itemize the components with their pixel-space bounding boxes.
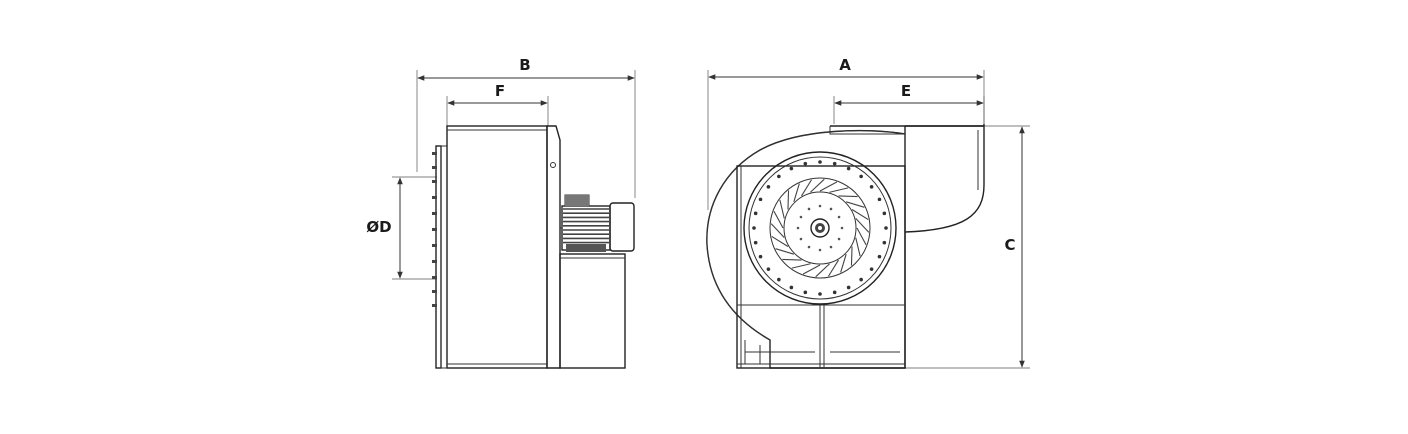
rim-bolt <box>818 160 822 164</box>
impeller-blade <box>815 263 830 278</box>
rim-bolt <box>758 197 763 202</box>
hub-hole <box>799 215 803 219</box>
rim-bolt <box>832 290 837 295</box>
dimension-c-label: C <box>1004 236 1015 254</box>
rim-bolt <box>832 161 837 166</box>
rim-bolt <box>766 185 771 189</box>
rim-bolt <box>789 285 794 290</box>
flange-bolt <box>432 260 437 263</box>
rim-bolt <box>877 254 882 259</box>
front-view: A E C <box>706 56 1030 369</box>
inlet-flange <box>432 145 448 369</box>
rim-bolt <box>803 290 808 295</box>
rim-bolt <box>758 254 763 259</box>
flange-bolt <box>432 152 437 155</box>
hub-hole <box>807 245 811 249</box>
impeller-blade <box>793 183 800 202</box>
dimension-e: E <box>833 82 985 124</box>
dimension-e-label: E <box>901 82 911 100</box>
rim-bolt <box>869 185 874 189</box>
hub-hole <box>829 245 833 249</box>
dimension-f-label: F <box>495 82 505 100</box>
flange-bolt <box>432 180 437 183</box>
hub-hole <box>807 207 811 211</box>
impeller-blade <box>771 235 789 247</box>
hub-hole <box>829 207 833 211</box>
impeller-blade <box>827 259 839 277</box>
flange-bolt <box>432 212 437 215</box>
rim-bolt <box>859 277 863 282</box>
hub-hole <box>818 248 822 252</box>
impeller-blade <box>838 195 858 198</box>
impeller-blade <box>782 258 802 261</box>
impeller-blade <box>855 237 861 257</box>
rim-bolt <box>818 292 822 296</box>
dimension-b: B <box>416 56 636 198</box>
flange-bolt <box>432 276 437 279</box>
dimension-d: ØD <box>366 176 437 280</box>
flange-bolt <box>432 304 437 307</box>
side-view: B F ØD <box>366 56 636 369</box>
hub-hole <box>799 237 803 241</box>
impeller-blade <box>851 209 869 221</box>
dimension-c: C <box>905 125 1030 369</box>
flange-bolt <box>432 290 437 293</box>
impeller-blade <box>802 264 821 275</box>
hub-hole <box>796 226 800 230</box>
impeller-blade <box>850 246 853 266</box>
back-plate <box>546 125 561 369</box>
impeller-blade <box>787 190 790 210</box>
impeller-blade <box>801 179 813 197</box>
impeller-blade <box>855 218 870 233</box>
housing-body-side <box>446 125 548 369</box>
flange-bolt <box>432 244 437 247</box>
rim-bolt <box>884 226 888 230</box>
rim-bolt <box>752 226 756 230</box>
rim-bolt <box>753 240 758 245</box>
flange-bolt <box>432 166 437 169</box>
hub-hole <box>818 204 822 208</box>
impeller-blade <box>770 223 785 238</box>
rim-bolt <box>846 285 851 290</box>
rim-bolt <box>846 166 851 171</box>
dimension-f: F <box>446 82 549 126</box>
impeller-blade <box>856 227 867 246</box>
impeller-blade <box>810 178 825 193</box>
impeller-blade <box>773 210 784 229</box>
impeller-blade <box>791 263 811 269</box>
rim-bolt <box>882 211 887 216</box>
rim-bolt <box>869 267 874 271</box>
impeller-blade <box>775 248 794 255</box>
rim-bolt <box>777 277 781 282</box>
rim-bolt <box>766 267 771 271</box>
motor-pedestal <box>559 253 626 369</box>
hub-hole <box>837 237 841 241</box>
impeller-blade <box>819 181 838 192</box>
dimension-b-label: B <box>519 56 530 74</box>
motor <box>560 194 635 252</box>
flange-bolt <box>432 196 437 199</box>
rim-bolt <box>789 166 794 171</box>
hub-hole <box>837 215 841 219</box>
impeller-blade <box>846 201 865 208</box>
scroll-housing <box>706 125 985 369</box>
dimension-a: A <box>707 56 985 210</box>
rim-bolt <box>877 197 882 202</box>
rim-bolt <box>777 174 781 179</box>
rim-bolt <box>859 174 863 179</box>
rim-bolt <box>882 240 887 245</box>
rim-bolt <box>803 161 808 166</box>
dimension-d-label: ØD <box>366 218 391 236</box>
dimension-a-label: A <box>839 56 851 74</box>
side-panel-frame <box>736 165 906 369</box>
flange-bolt <box>432 228 437 231</box>
hub-hole <box>840 226 844 230</box>
impeller-blade <box>829 187 849 193</box>
impeller-blade <box>779 199 785 219</box>
rim-bolt <box>753 211 758 216</box>
impeller-blade <box>840 254 847 273</box>
impeller <box>743 151 897 305</box>
